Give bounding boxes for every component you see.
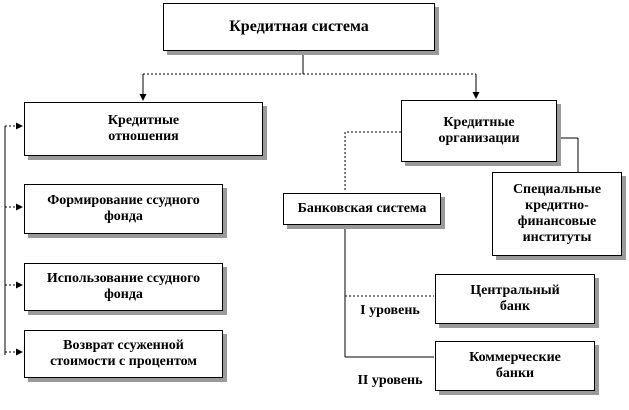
level-2-label: II уровень [357, 373, 423, 388]
loan-fund-formation-box: Формирование ссудного фонда [24, 184, 223, 234]
level-1-label: I уровень [360, 303, 420, 318]
loan-fund-use-label: Использование ссудного фонда [46, 271, 201, 302]
credit-relations-label: Кредитные отношения [107, 113, 180, 144]
banking-levels [344, 225, 434, 358]
special-institutions-label: Специальные кредитно-финансовые институт… [512, 182, 602, 245]
central-bank-box: Центральный банк [435, 274, 595, 324]
commercial-banks-box: Коммерческие банки [435, 341, 595, 391]
root-box: Кредитная система [163, 3, 435, 51]
credit-relations-box: Кредитные отношения [24, 102, 263, 156]
banking-system-box: Банковская система [283, 193, 441, 225]
root-connector [139, 51, 480, 101]
left-bracket [4, 122, 23, 356]
banking-system-label: Банковская система [297, 201, 427, 216]
commercial-banks-label: Коммерческие банки [469, 350, 561, 381]
credit-organizations-label: Кредитные организации [438, 115, 520, 146]
loan-fund-formation-label: Формирование ссудного фонда [47, 193, 200, 224]
org-to-special [557, 137, 579, 172]
credit-organizations-box: Кредитные организации [401, 100, 557, 162]
loan-fund-use-box: Использование ссудного фонда [24, 263, 223, 311]
loan-return-box: Возврат ссуженной стоимости с процентом [24, 330, 223, 378]
central-bank-label: Центральный банк [470, 283, 560, 314]
loan-return-label: Возврат ссуженной стоимости с процентом [50, 338, 197, 369]
special-institutions-box: Специальные кредитно-финансовые институт… [492, 172, 622, 256]
root-label: Кредитная система [229, 18, 369, 35]
org-to-banking [344, 131, 401, 192]
